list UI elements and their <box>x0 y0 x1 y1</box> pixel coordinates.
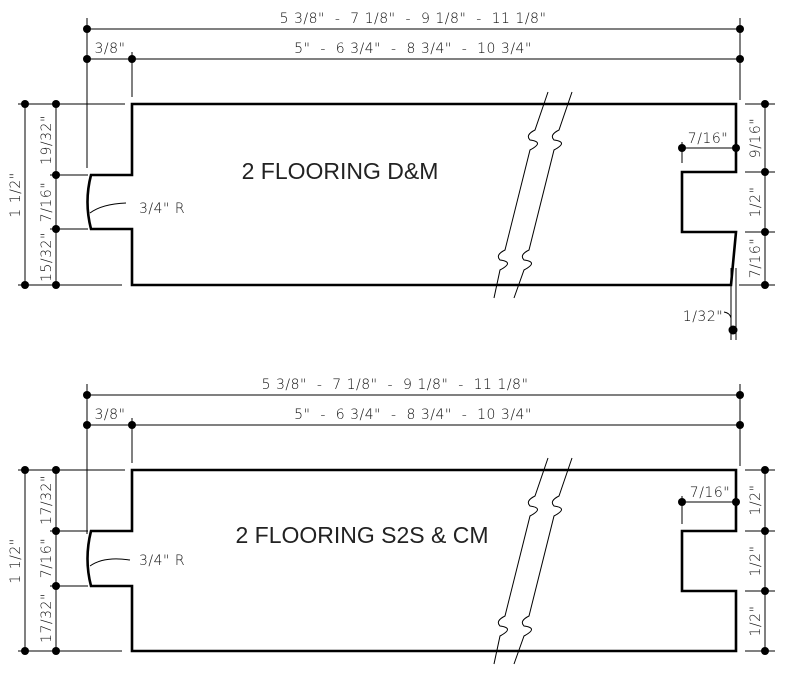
break-symbol <box>493 91 573 299</box>
thickness-label: 1 1/2" <box>8 538 24 583</box>
tongue-length-label: 3/8" <box>95 41 126 57</box>
left-dim-middle: 7/16" <box>39 538 55 578</box>
thickness-dimension-lines <box>18 466 125 655</box>
break-symbol <box>493 457 573 665</box>
left-dim-lower: 15/32" <box>39 232 55 282</box>
profile-title: 2 FLOORING S2S & CM <box>235 522 488 548</box>
right-dim-lower: 7/16" <box>748 238 764 278</box>
left-dim-upper: 17/32" <box>39 475 55 525</box>
diagram-s2s-cm: 5 3/8" - 7 1/8" - 9 1/8" - 11 1/8" 5" - … <box>8 377 775 665</box>
face-width-label: 5" - 6 3/4" - 8 3/4" - 10 3/4" <box>294 41 532 57</box>
overall-width-label: 5 3/8" - 7 1/8" - 9 1/8" - 11 1/8" <box>280 11 547 27</box>
thickness-dimension-lines <box>18 100 125 289</box>
profile-title: 2 FLOORING D&M <box>242 158 439 184</box>
tongue-length-label: 3/8" <box>95 407 126 423</box>
left-dim-upper: 19/32" <box>39 115 55 165</box>
overall-width-label: 5 3/8" - 7 1/8" - 9 1/8" - 11 1/8" <box>262 377 529 393</box>
radius-leader <box>89 558 131 567</box>
left-dim-middle: 7/16" <box>39 182 55 222</box>
right-dim-middle: 1/2" <box>748 187 764 218</box>
width-dimension-lines <box>83 18 744 168</box>
groove-depth-label: 7/16" <box>690 485 730 501</box>
groove-dimension-lines <box>678 100 775 340</box>
groove-depth-label: 7/16" <box>688 131 728 147</box>
back-relief-label: 1/32" <box>683 309 723 325</box>
radius-leader <box>89 202 127 214</box>
radius-label: 3/4" R <box>139 553 185 569</box>
right-dim-upper: 1/2" <box>748 485 764 516</box>
left-dim-lower: 17/32" <box>39 593 55 643</box>
width-dimension-lines <box>83 384 744 534</box>
right-dim-middle: 1/2" <box>748 546 764 577</box>
groove-dimension-lines <box>678 466 775 655</box>
right-dim-lower: 1/2" <box>748 606 764 637</box>
board-outline <box>86 102 738 287</box>
thickness-label: 1 1/2" <box>8 172 24 217</box>
radius-label: 3/4" R <box>139 201 185 217</box>
board-outline <box>86 468 738 653</box>
diagram-dm: 5 3/8" - 7 1/8" - 9 1/8" - 11 1/8" 5" - … <box>8 11 775 340</box>
face-width-label: 5" - 6 3/4" - 8 3/4" - 10 3/4" <box>294 407 532 423</box>
right-dim-upper: 9/16" <box>748 118 764 158</box>
